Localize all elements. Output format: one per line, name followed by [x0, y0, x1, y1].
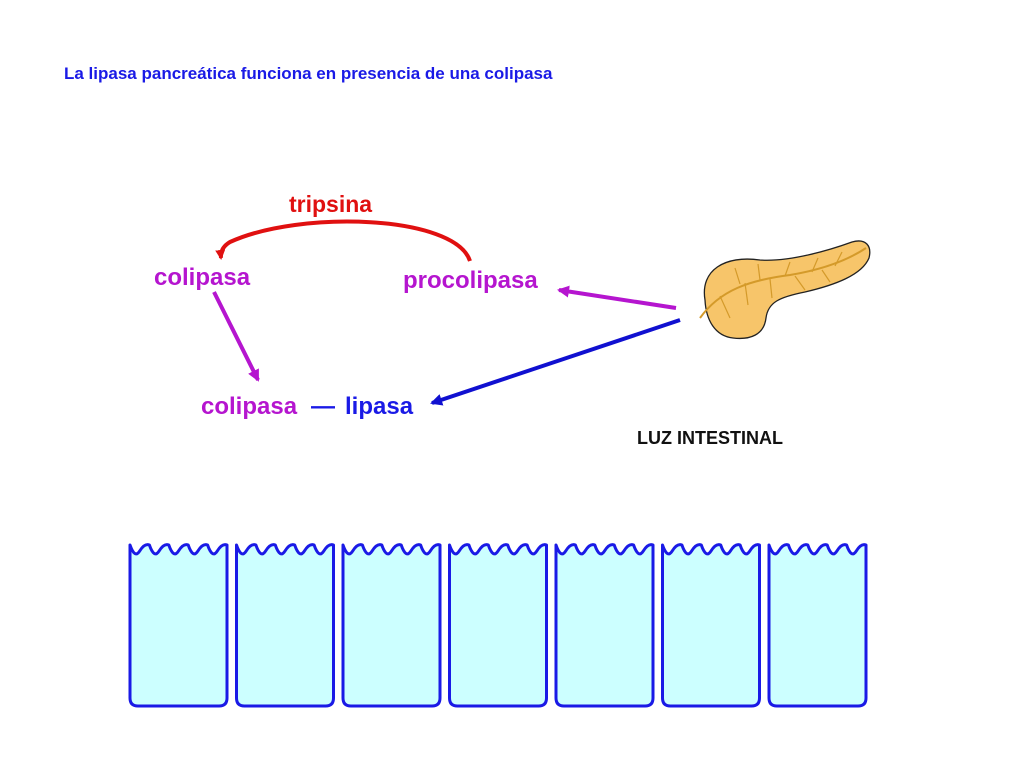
colipasa-activation-arrow — [212, 291, 260, 382]
label-lipasa: lipasa — [345, 393, 414, 420]
pancreas-to-procolipasa-arrow — [557, 285, 677, 310]
epithelial-cell — [448, 543, 548, 708]
pancreas-to-lipasa-arrow — [430, 318, 681, 406]
label-luz-intestinal: LUZ INTESTINAL — [637, 428, 783, 448]
label-dash: — — [311, 393, 335, 420]
intestinal-cells — [128, 543, 868, 708]
epithelial-cell — [661, 543, 761, 708]
tripsina-arrow — [215, 219, 472, 262]
epithelial-cell — [128, 543, 229, 708]
label-colipasa-bottom: colipasa — [201, 393, 298, 420]
epithelial-cell — [767, 543, 868, 708]
label-colipasa-top: colipasa — [154, 264, 251, 291]
epithelial-cell — [341, 543, 442, 708]
label-procolipasa: procolipasa — [403, 267, 538, 294]
pancreas-icon — [699, 240, 871, 340]
label-tripsina: tripsina — [289, 191, 373, 217]
epithelial-cell — [235, 543, 335, 708]
epithelial-cell — [554, 543, 655, 708]
page-title: La lipasa pancreática funciona en presen… — [64, 64, 553, 83]
